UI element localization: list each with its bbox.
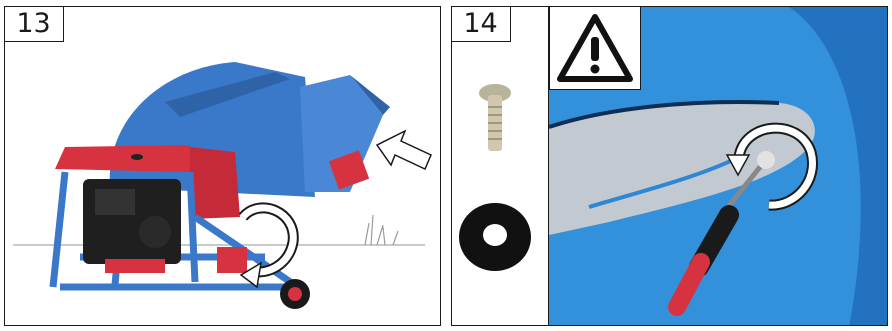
washer-icon bbox=[459, 203, 531, 271]
screw-icon bbox=[479, 84, 511, 151]
step-14-panel: 14 bbox=[451, 6, 888, 326]
step-13-panel: 13 bbox=[4, 6, 441, 326]
parts-column bbox=[452, 7, 548, 326]
warning-box bbox=[549, 6, 641, 90]
warning-triangle-icon bbox=[550, 7, 640, 89]
saw-machine-illustration bbox=[5, 7, 441, 326]
step-number: 13 bbox=[4, 6, 64, 42]
step-number: 14 bbox=[451, 6, 511, 42]
saw-table bbox=[55, 145, 190, 172]
direction-arrow-icon bbox=[377, 131, 431, 169]
grass-decoration bbox=[365, 215, 398, 245]
